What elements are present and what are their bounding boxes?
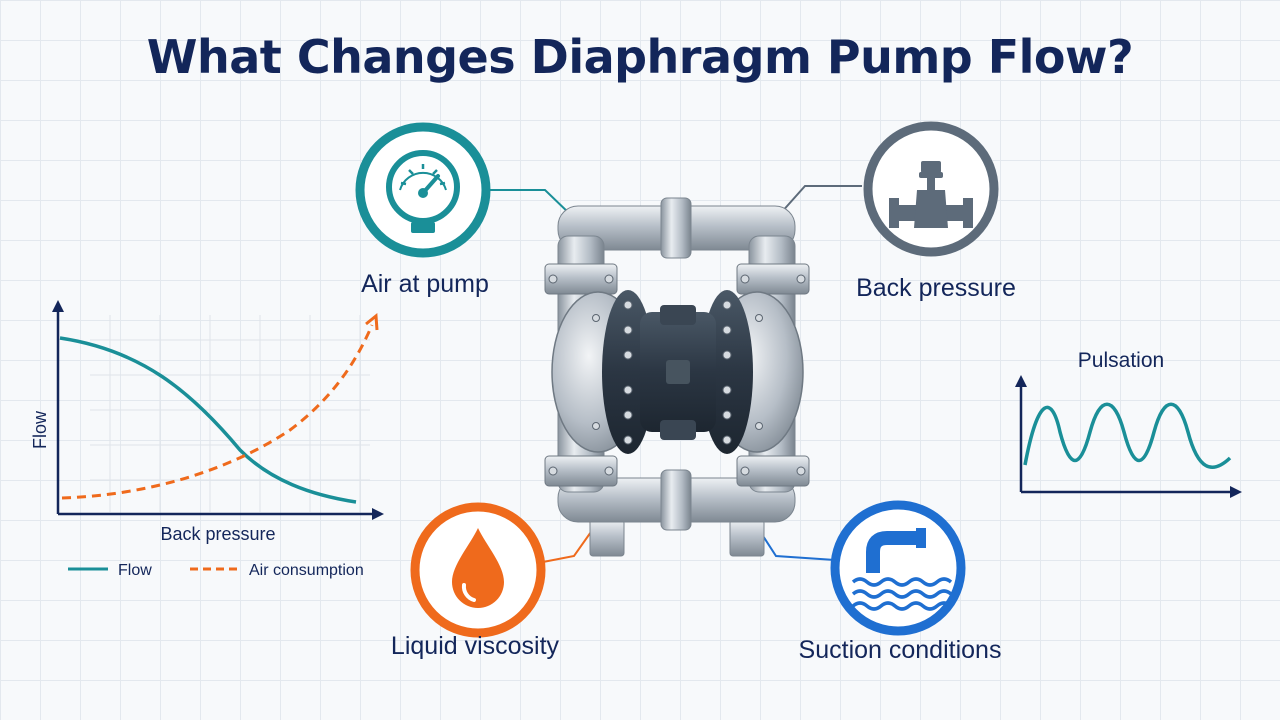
valve-icon: [889, 161, 973, 228]
air-at-pump-icon-group: [355, 122, 491, 258]
back-pressure-icon-group: [863, 121, 999, 257]
air-consumption-arrowhead: [365, 313, 379, 331]
legend-air-consumption: Air consumption: [249, 562, 364, 579]
label-back-pressure: Back pressure: [856, 274, 1016, 302]
flow-line: [59, 336, 357, 504]
flow-chart: Flow Back pressure Flow Air consumption: [30, 300, 384, 579]
suction-conditions-icon-group: [830, 500, 966, 636]
label-air-at-pump: Air at pump: [361, 270, 489, 298]
pulsation-wave: [1023, 402, 1232, 469]
chart-legend: Flow Air consumption: [68, 562, 364, 579]
liquid-viscosity-icon-group: [410, 502, 546, 638]
x-axis-label: Back pressure: [160, 524, 275, 544]
pipe-water-icon: [851, 528, 953, 611]
legend-flow: Flow: [118, 562, 152, 579]
pressure-gauge-icon: [386, 150, 460, 233]
air-consumption-line: [61, 324, 374, 500]
droplet-icon: [452, 528, 504, 608]
label-suction-conditions: Suction conditions: [798, 636, 1002, 664]
label-liquid-viscosity: Liquid viscosity: [390, 632, 560, 660]
diaphragm-pump-illustration: [544, 197, 810, 557]
pulsation-title: Pulsation: [1078, 349, 1164, 372]
y-axis-label: Flow: [30, 410, 50, 449]
page-title: What Changes Diaphragm Pump Flow?: [146, 30, 1134, 84]
pulsation-chart: Pulsation: [1015, 349, 1242, 498]
